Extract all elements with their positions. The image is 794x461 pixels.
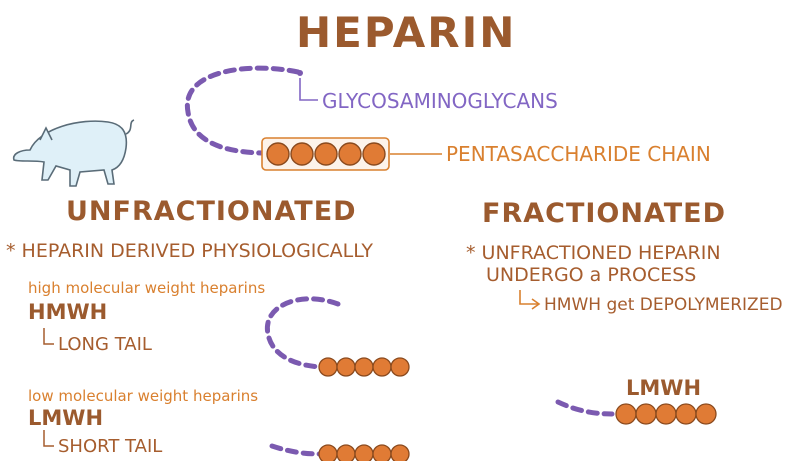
hmwh-tail-label: LONG TAIL [58, 334, 152, 355]
lmwh-left-bead-1 [318, 444, 338, 461]
lmwh-right-tail [555, 399, 615, 417]
hmwh-tail [264, 296, 341, 370]
bullet-symbol-right: * [466, 242, 476, 264]
lmwh-tail-bracket [43, 430, 54, 447]
penta-bead-5 [362, 142, 386, 166]
hmwh-tail-bracket [43, 328, 54, 345]
fractionated-heading: FRACTIONATED [482, 198, 727, 229]
penta-bead-1 [266, 142, 290, 166]
gag-label: GLYCOSAMINOGLYCANS [322, 89, 558, 113]
top-gag-tail [184, 65, 301, 156]
penta-bead-2 [290, 142, 314, 166]
penta-beads [266, 142, 386, 166]
right-bullet-line1: * UNFRACTIONED HEPARIN [466, 242, 721, 264]
depolymerize-arrowhead [531, 298, 541, 310]
top-gag-end [297, 70, 303, 76]
page-title: HEPARIN [296, 8, 517, 57]
penta-label: PENTASACCHARIDE CHAIN [446, 142, 711, 166]
lmwh-left-bead-5 [390, 444, 410, 461]
lmwh-abbr-left: LMWH [28, 406, 104, 430]
hmwh-beads [318, 357, 410, 377]
lmwh-abbr-right: LMWH [626, 376, 702, 400]
bullet-symbol: * [6, 240, 16, 262]
left-bullet-text: HEPARIN DERIVED PHYSIOLOGICALLY [21, 240, 373, 262]
lmwh-description: low molecular weight heparins [28, 387, 259, 405]
lmwh-left-bead-3 [354, 444, 374, 461]
left-bullet-line: * HEPARIN DERIVED PHYSIOLOGICALLY [6, 240, 373, 262]
gag-pointer [299, 78, 318, 101]
lmwh-tail-label: SHORT TAIL [58, 436, 163, 457]
pig-icon [12, 119, 135, 187]
lmwh-right-bead-1 [615, 403, 637, 425]
right-bullet-text2: UNDERGO a PROCESS [486, 264, 697, 286]
depolymerize-arrow [519, 290, 538, 305]
hmwh-bead-4 [372, 357, 392, 377]
depolymerize-text: HMWH get DEPOLYMERIZED [544, 295, 783, 315]
hmwh-bead-2 [336, 357, 356, 377]
right-bullet-text1: UNFRACTIONED HEPARIN [481, 242, 721, 264]
hmwh-bead-5 [390, 357, 410, 377]
lmwh-left-beads [318, 444, 410, 461]
penta-bead-3 [314, 142, 338, 166]
lmwh-right-bead-2 [635, 403, 657, 425]
lmwh-left-tail [269, 443, 323, 457]
lmwh-right-bead-3 [655, 403, 677, 425]
unfractionated-heading: UNFRACTIONATED [66, 196, 357, 227]
penta-bead-4 [338, 142, 362, 166]
lmwh-right-bead-4 [675, 403, 697, 425]
lmwh-right-beads [615, 403, 717, 425]
hmwh-bead-3 [354, 357, 374, 377]
hmwh-bead-1 [318, 357, 338, 377]
hmwh-description: high molecular weight heparins [28, 279, 266, 297]
lmwh-left-bead-4 [372, 444, 392, 461]
lmwh-left-bead-2 [336, 444, 356, 461]
lmwh-right-bead-5 [695, 403, 717, 425]
hmwh-abbr: HMWH [28, 300, 108, 324]
